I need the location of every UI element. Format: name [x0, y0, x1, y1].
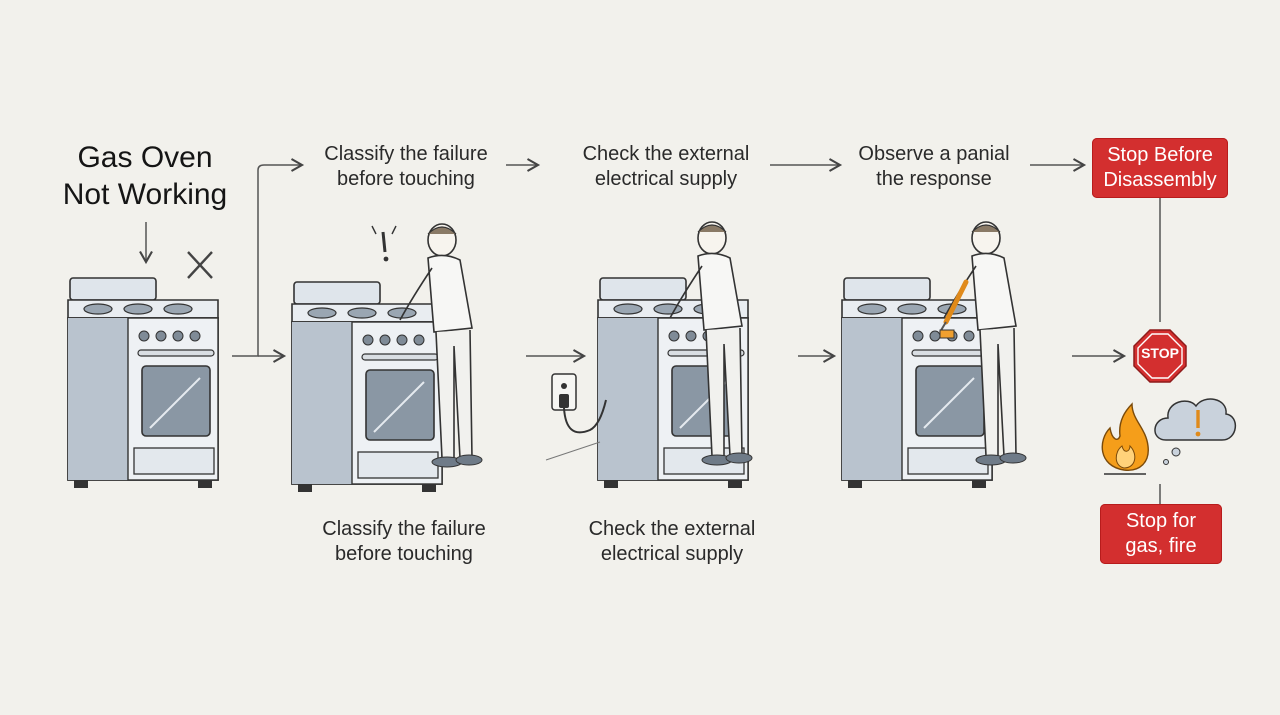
- warning-thought-cloud-icon: [1154, 398, 1236, 465]
- oven-illustration-1: [67, 277, 219, 489]
- screwdriver-icon: [939, 279, 969, 339]
- step-label-check-supply-top: Check the external electrical supply: [582, 143, 750, 190]
- step-label-check-supply-bottom: Check the external electrical supply: [588, 518, 756, 565]
- stop-before-disassembly-box: Stop Before Disassembly: [1092, 138, 1228, 198]
- step-label-classify-top: Classify the failure before touching: [324, 143, 488, 190]
- step-label-observe-top: Observe a panial the response: [858, 143, 1010, 190]
- wall-outlet-icon: [545, 373, 607, 461]
- step-label-classify-bottom: Classify the failure before touching: [322, 518, 486, 565]
- diagram-title: Gas Oven Not Working: [62, 141, 228, 211]
- stop-sign-text: STOP: [1141, 345, 1179, 361]
- exclamation-icon: [371, 225, 397, 262]
- oven-illustration-4: [841, 277, 993, 489]
- oven-illustration-2: [291, 281, 443, 493]
- stop-sign-icon: [1133, 329, 1187, 383]
- x-mark-icon: [187, 251, 213, 279]
- stop-for-gas-fire-box: Stop for gas, fire: [1100, 504, 1222, 564]
- fire-icon: [1101, 402, 1149, 475]
- arrow-branch-up: [232, 158, 305, 357]
